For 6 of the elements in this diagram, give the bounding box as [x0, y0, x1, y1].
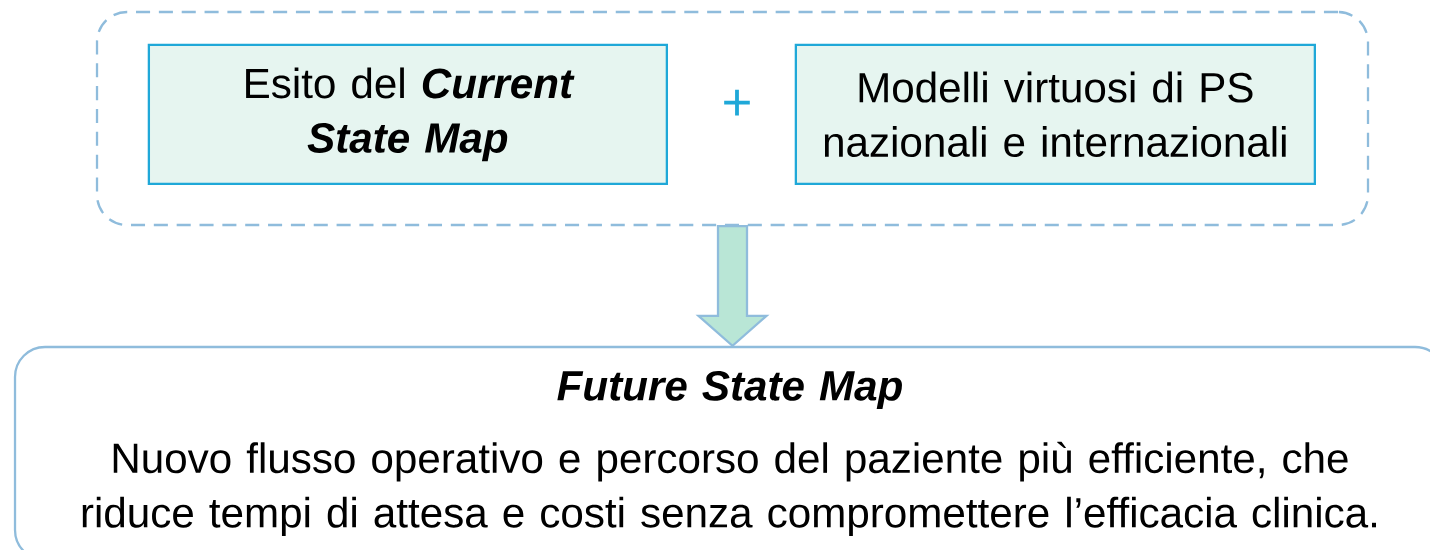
plus-sign: + — [724, 89, 750, 116]
block-arrow — [695, 225, 770, 348]
dashed-group-frame — [95, 10, 1370, 227]
text-box: Modelli virtuosi di PS nazionali e internazionali — [794, 43, 1316, 185]
text-box: Esito del Current State Map — [147, 43, 668, 185]
summary-box: Future State Map Nuovo flusso operativo e percorso del paziente più efficiente, che riduce tempi di attesa e costi senza compromettere l’efficacia clinica. — [13, 345, 1430, 550]
